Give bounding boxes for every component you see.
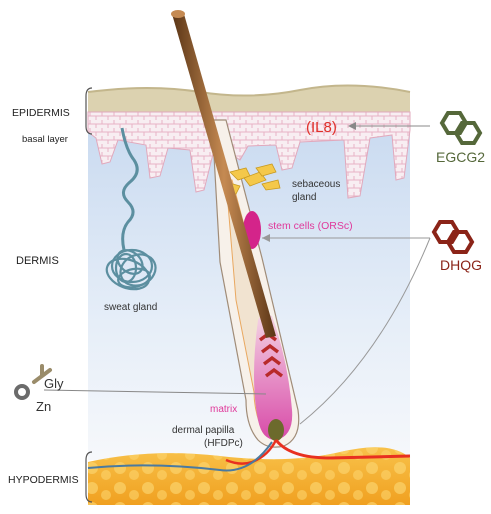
dermal-papilla xyxy=(268,419,284,441)
hypodermis-label: HYPODERMIS xyxy=(8,474,79,486)
zn-label: Zn xyxy=(36,399,51,414)
hair-bulb xyxy=(254,314,293,440)
basal-layer xyxy=(87,111,411,199)
gly-molecule-icon xyxy=(32,364,52,384)
epidermis-label: EPIDERMIS xyxy=(12,107,70,119)
epidermis-bracket xyxy=(85,87,93,135)
egcg2-label: EGCG2 xyxy=(436,149,485,165)
egcg2-molecule-icon xyxy=(439,111,483,145)
hair-shaft-cells xyxy=(258,331,284,378)
gly-label: Gly xyxy=(44,376,64,391)
dhqg-label: DHQG xyxy=(440,257,482,273)
blood-vessel-blue xyxy=(87,441,273,472)
hair-tip xyxy=(171,10,185,18)
blood-vessel-red-2 xyxy=(274,439,411,460)
epidermis-surface xyxy=(87,84,411,97)
dhqg-pointer xyxy=(262,237,431,425)
hypodermis-fat-texture xyxy=(88,447,410,505)
zn-ion-icon xyxy=(14,384,30,400)
sebaceous-gland-label: sebaceous gland xyxy=(292,179,343,203)
stem-cells-label: stem cells (ORSc) xyxy=(268,220,353,232)
sweat-gland-coil xyxy=(105,248,157,291)
dhqg-molecule-icon xyxy=(431,220,475,254)
gly-zn-pointer xyxy=(43,389,267,395)
matrix-label: matrix xyxy=(210,404,237,415)
hypodermis-bracket xyxy=(85,451,93,503)
epidermis-layer xyxy=(88,85,410,118)
sweat-gland-duct xyxy=(120,127,139,251)
hair-shaft xyxy=(172,14,276,338)
dermis-label: DERMIS xyxy=(16,255,59,267)
dhqg-arrowhead-stem xyxy=(262,234,270,242)
basal-layer-label: basal layer xyxy=(22,134,68,145)
egcg2-arrowhead xyxy=(348,122,356,130)
il8-label: (IL8) xyxy=(306,119,337,136)
sweat-gland-label: sweat gland xyxy=(104,302,157,313)
dermal-papilla-label: dermal papilla (HFDPc) xyxy=(172,425,243,449)
